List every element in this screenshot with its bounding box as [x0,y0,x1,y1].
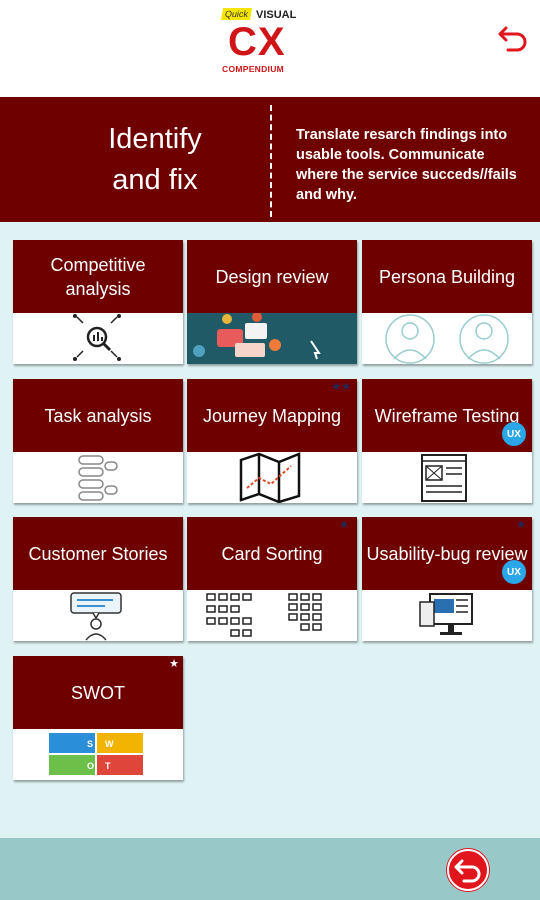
flowchart-icon [78,455,118,501]
card-persona-building[interactable]: Persona Building [362,240,532,364]
banner-divider [270,105,272,217]
logo-quick: Quick [220,8,253,20]
swot-o: O [87,761,94,771]
rating-stars: ★★ [331,380,351,393]
magnifier-chart-icon [73,314,121,361]
card-customer-stories[interactable]: Customer Stories [13,517,183,641]
card-label: Wireframe Testing [374,405,520,426]
design-collage-icon [187,313,357,364]
undo-arrow-icon [447,849,489,891]
logo-cx: CX [228,20,286,64]
card-label: Persona Building [378,266,516,287]
swot-t: T [105,761,111,771]
card-label: Journey Mapping [202,405,342,426]
top-bar: Quick VISUAL CX COMPENDIUM [0,0,540,97]
undo-arrow-icon [498,26,527,52]
section-title-line1: Identify [108,123,202,155]
section-title-line2: and fix [112,164,198,196]
card-label: Usability-bug review [366,543,528,564]
card-journey-mapping[interactable]: Journey Mapping ★★ [187,379,357,503]
screens-icon [419,593,473,635]
card-label: Card Sorting [221,543,323,564]
card-label: Design review [215,266,329,287]
card-design-review[interactable]: Design review [187,240,357,364]
ux-badge: UX [502,422,526,446]
card-label: Competitive analysis [50,254,146,299]
rating-stars: ★ [169,657,179,670]
back-button-top[interactable] [496,20,530,54]
ux-badge: UX [502,560,526,584]
card-competitive-analysis[interactable]: Competitive analysis [13,240,183,364]
back-button-bottom[interactable] [446,848,490,892]
swot-w: W [105,739,114,749]
card-swot[interactable]: SWOT ★ S W O T [13,656,183,780]
folded-map-icon [239,452,301,503]
swot-s: S [87,739,93,749]
card-label: Task analysis [44,405,152,426]
persona-outlines-icon [385,314,509,364]
card-wireframe-testing[interactable]: Wireframe Testing UX [362,379,532,503]
wireframe-icon [421,454,467,502]
section-description: Translate resarch findings into usable t… [296,127,517,203]
storyboard-icon [70,592,122,641]
rating-stars: ★ [516,518,526,531]
bottom-bar [0,838,540,900]
card-grid-icon [206,593,322,637]
card-card-sorting[interactable]: Card Sorting ★ [187,517,357,641]
card-task-analysis[interactable]: Task analysis [13,379,183,503]
section-title: Identify and fix [50,119,260,201]
rating-stars: ★ [339,518,349,531]
swot-grid-icon: S W O T [49,733,143,775]
logo-visual: VISUAL [256,9,297,21]
card-usability-bug-review[interactable]: Usability-bug review ★ UX [362,517,532,641]
app-logo: Quick VISUAL CX COMPENDIUM [220,6,300,76]
card-label: Customer Stories [28,543,168,564]
logo-compendium: COMPENDIUM [222,64,285,74]
section-banner: Identify and fix Translate resarch findi… [0,97,540,222]
card-label: SWOT [71,682,125,703]
